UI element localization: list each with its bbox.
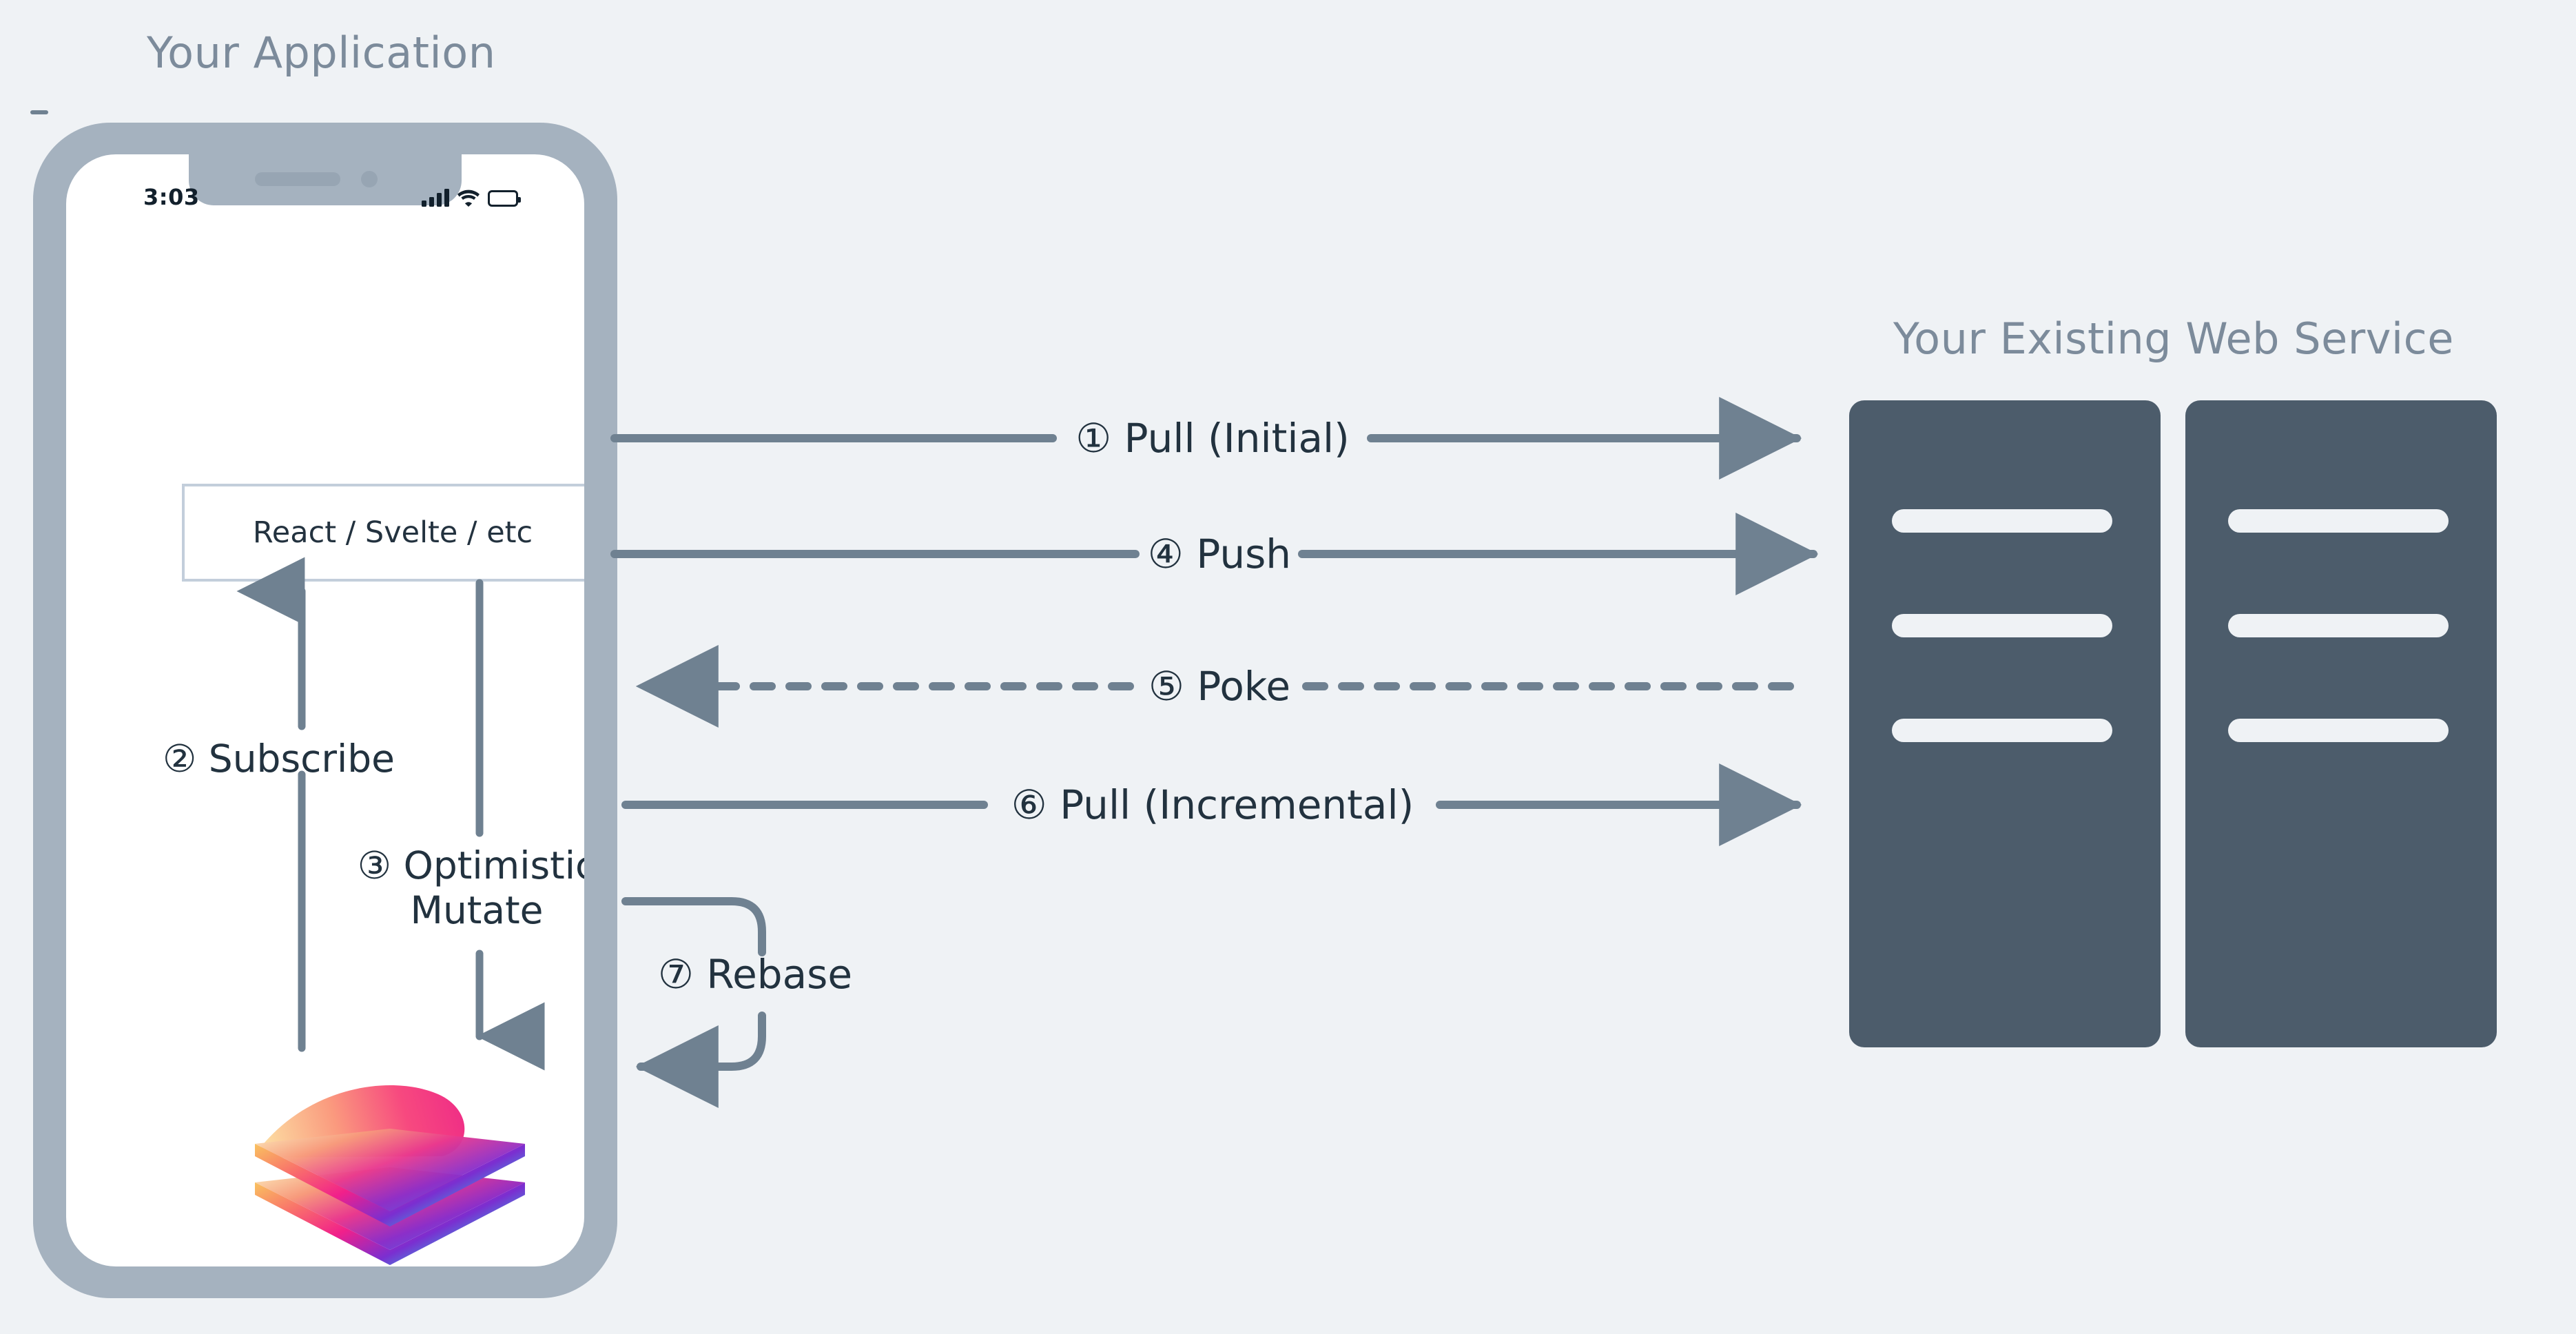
speaker-icon	[255, 172, 340, 186]
phone-internal-arrows	[236, 557, 545, 1071]
server-bar	[2228, 509, 2449, 533]
flow-label-poke: ⑤ Poke	[1141, 663, 1298, 710]
server-bar	[1892, 614, 2112, 637]
phone-notch	[189, 154, 462, 205]
rebase-loop-bottom	[635, 1012, 766, 1108]
server-bar	[2228, 719, 2449, 742]
flow-label-rebase: ⑦ Rebase	[658, 951, 853, 998]
framework-box-label: React / Svelte / etc	[252, 515, 533, 550]
corner-dash-mark	[30, 110, 48, 114]
flow-label-pull-incremental: ⑥ Pull (Incremental)	[1004, 781, 1421, 828]
camera-icon	[361, 171, 378, 187]
app-section-title: Your Application	[147, 28, 496, 78]
phone-device: 3:03 React / Svelte / etc	[33, 123, 617, 1298]
replicache-layers-icon	[255, 1085, 525, 1265]
flow-label-pull-initial: ① Pull (Initial)	[1069, 415, 1357, 462]
status-bar-icons	[422, 185, 521, 207]
flow-label-push: ④ Push	[1140, 531, 1299, 577]
server-bar	[2228, 614, 2449, 637]
service-section-title: Your Existing Web Service	[1893, 314, 2454, 364]
battery-icon	[488, 190, 521, 207]
status-bar-time: 3:03	[143, 184, 200, 210]
server-rack-2	[2185, 400, 2497, 1047]
phone-screen: 3:03 React / Svelte / etc	[66, 154, 584, 1266]
cellular-signal-icon	[422, 189, 449, 207]
rebase-loop-top	[621, 897, 766, 956]
server-rack-1	[1849, 400, 2161, 1047]
step-subscribe-label: ② Subscribe	[163, 737, 395, 781]
server-bar	[1892, 719, 2112, 742]
replicache-brand: Replicache	[238, 1067, 542, 1266]
wifi-icon	[457, 189, 480, 207]
step-mutate-label: ③ Optimistic Mutate	[357, 843, 584, 932]
framework-box: React / Svelte / etc	[182, 484, 584, 582]
server-bar	[1892, 509, 2112, 533]
